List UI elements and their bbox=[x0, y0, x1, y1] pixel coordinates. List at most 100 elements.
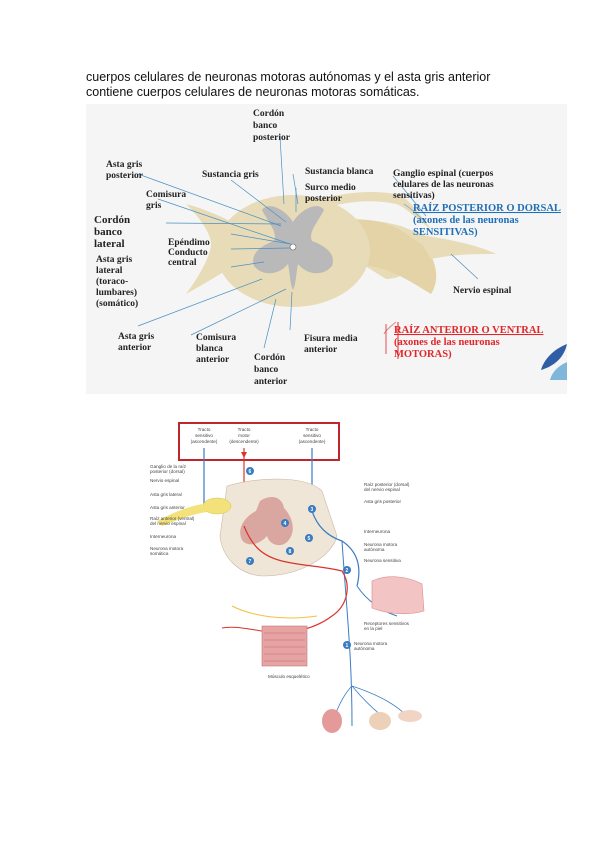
gland-organ bbox=[398, 710, 422, 722]
step-markers: 6 3 4 5 8 7 2 1 bbox=[246, 467, 351, 649]
reflex-pathway-figure: Tracto sensitivo (ascendente) Tracto mot… bbox=[142, 416, 440, 746]
reflex-pathway-diagram: Tracto sensitivo (ascendente) Tracto mot… bbox=[150, 422, 425, 733]
label-conducto-central-2: central bbox=[168, 258, 197, 268]
label-cordon-anterior-2: banco bbox=[254, 365, 279, 375]
right-label-raiz-posterior-2: del nervio espinal bbox=[364, 487, 400, 492]
label-ganglio-1: Ganglio espinal (cuerpos bbox=[393, 168, 494, 179]
label-cordon-posterior-2: banco bbox=[253, 121, 278, 131]
posterior-root-line bbox=[403, 203, 427, 223]
label-asta-gris-lateral-4: lumbares) bbox=[96, 287, 137, 298]
label-asta-gris-anterior-2: anterior bbox=[118, 343, 152, 353]
step-marker-6 bbox=[246, 467, 254, 475]
label-cordon-anterior-1: Cordón bbox=[254, 353, 286, 363]
left-label-raiz-anterior-1: Raíz anterior (ventral) bbox=[150, 516, 195, 521]
label-surco-medio-1: Surco medio bbox=[305, 183, 356, 193]
tract-3-line-1: Tracto bbox=[306, 427, 319, 432]
tract-2-line-1: Tracto bbox=[238, 427, 251, 432]
autonomic-pathway bbox=[341, 540, 353, 727]
label-nervio-espinal: Nervio espinal bbox=[453, 286, 512, 296]
step-7: 7 bbox=[249, 559, 252, 565]
label-cordon-posterior-3: posterior bbox=[253, 133, 291, 143]
right-label-autonoma-2-1: Neurona motora bbox=[354, 641, 388, 646]
label-ganglio-2: celulares de las neuronas bbox=[393, 180, 494, 190]
label-asta-gris-lateral-5: (somático) bbox=[96, 298, 138, 309]
motor-pathway bbox=[243, 525, 348, 634]
step-marker-2 bbox=[343, 566, 351, 574]
label-ependimo: Epéndimo bbox=[168, 238, 210, 248]
label-cordon-lateral-1: Cordón bbox=[94, 214, 130, 226]
label-cordon-lateral-2: banco bbox=[94, 226, 123, 238]
step-marker-7 bbox=[246, 557, 254, 565]
posterior-root-right bbox=[261, 192, 431, 229]
right-label-receptores-2: en la piel bbox=[364, 626, 382, 631]
label-raiz-posterior-3: SENSITIVAS) bbox=[413, 227, 478, 238]
label-comisura-blanca-3: anterior bbox=[196, 355, 230, 365]
label-conducto-central-1: Conducto bbox=[168, 248, 208, 258]
label-raiz-anterior-3: MOTORAS) bbox=[394, 349, 452, 360]
right-label-motora-autonoma-1: Neurona motora bbox=[364, 542, 398, 547]
label-fisura-media-2: anterior bbox=[304, 345, 338, 355]
label-raiz-posterior-2: (axones de las neuronas bbox=[413, 215, 519, 226]
left-label-asta-anterior: Asta gris anterior bbox=[150, 505, 185, 510]
label-comisura-blanca-2: blanca bbox=[196, 344, 223, 354]
step-marker-4 bbox=[281, 519, 289, 527]
label-sustancia-blanca: Sustancia blanca bbox=[305, 167, 374, 177]
spinal-cord-cross-section-figure: Cordón banco posterior Asta gris posteri… bbox=[86, 104, 567, 394]
label-asta-gris-posterior-1: Asta gris bbox=[106, 160, 142, 170]
right-label-interneurona: Interneurona bbox=[364, 529, 390, 534]
step-1: 1 bbox=[346, 643, 349, 649]
paragraph-line-2: contiene cuerpos celulares de neuronas m… bbox=[86, 85, 420, 99]
left-label-interneurona: Interneurona bbox=[150, 534, 176, 539]
label-raiz-anterior-2: (axones de las neuronas bbox=[394, 337, 500, 348]
tract-3-line-3: (ascendente) bbox=[299, 439, 326, 444]
label-asta-gris-anterior-1: Asta gris bbox=[118, 332, 154, 342]
step-5: 5 bbox=[308, 536, 311, 542]
tract-3-line-2: sensitivo bbox=[303, 433, 321, 438]
muscle-label: Músculo esquelético bbox=[268, 674, 310, 679]
autonomic-branch-3 bbox=[351, 685, 408, 717]
left-label-nervio: Nervio espinal bbox=[150, 478, 179, 483]
label-asta-gris-lateral-2: lateral bbox=[96, 266, 123, 276]
anterior-root-line bbox=[383, 321, 397, 335]
label-comisura-blanca-1: Comisura bbox=[196, 333, 236, 343]
spinal-nerve-right bbox=[416, 234, 496, 259]
ganglion-nerve bbox=[157, 504, 207, 526]
label-asta-gris-posterior-2: posterior bbox=[106, 171, 144, 181]
label-cordon-lateral-3: lateral bbox=[94, 238, 125, 250]
root-ganglion bbox=[202, 497, 232, 515]
left-label-ganglio-2: posterior (dorsal) bbox=[150, 469, 185, 474]
spinal-cord-diagram: Cordón banco posterior Asta gris posteri… bbox=[94, 109, 567, 387]
bladder-organ bbox=[369, 712, 391, 730]
right-label-raiz-posterior-1: Raíz posterior (dorsal) bbox=[364, 482, 410, 487]
tract-2-line-3: (descendente) bbox=[229, 439, 259, 444]
interneuron-path bbox=[231, 605, 318, 619]
right-label-asta-posterior: Asta gris posterior bbox=[364, 499, 401, 504]
step-marker-5 bbox=[305, 534, 313, 542]
autonomic-branch-2 bbox=[351, 685, 383, 717]
label-asta-gris-lateral-1: Asta gris bbox=[96, 255, 132, 265]
step-marker-3 bbox=[308, 505, 316, 513]
skin-block bbox=[371, 576, 425, 615]
tract-1-line-1: Tracto bbox=[198, 427, 211, 432]
tract-2-line-2: motor bbox=[238, 433, 250, 438]
motor-to-muscle bbox=[221, 626, 263, 632]
label-raiz-posterior-1: RAÍZ POSTERIOR O DORSAL bbox=[413, 202, 561, 214]
left-label-neurona-somatica-1: Neurona motora bbox=[150, 546, 184, 551]
left-label-ganglio-1: Ganglio de la raíz bbox=[150, 464, 187, 469]
label-fisura-media-1: Fisura media bbox=[304, 334, 358, 344]
step-8: 8 bbox=[289, 549, 292, 555]
heart-organ bbox=[322, 709, 342, 733]
central-canal bbox=[289, 243, 297, 251]
body-paragraph: cuerpos celulares de neuronas motoras au… bbox=[86, 70, 516, 100]
step-6: 6 bbox=[249, 469, 252, 475]
cord-gray-matter bbox=[240, 496, 293, 546]
label-asta-gris-lateral-3: (toraco- bbox=[96, 276, 128, 287]
label-raiz-anterior-1: RAÍZ ANTERIOR O VENTRAL bbox=[394, 324, 543, 336]
step-2: 2 bbox=[346, 568, 349, 574]
label-surco-medio-2: posterior bbox=[305, 194, 343, 204]
label-comisura-gris-2: gris bbox=[146, 201, 162, 211]
tract-1-line-3: (ascendente) bbox=[191, 439, 218, 444]
tract-1-line-2: sensitivo bbox=[195, 433, 213, 438]
step-3: 3 bbox=[311, 507, 314, 513]
right-label-autonoma-2-2: autónoma bbox=[354, 646, 375, 651]
